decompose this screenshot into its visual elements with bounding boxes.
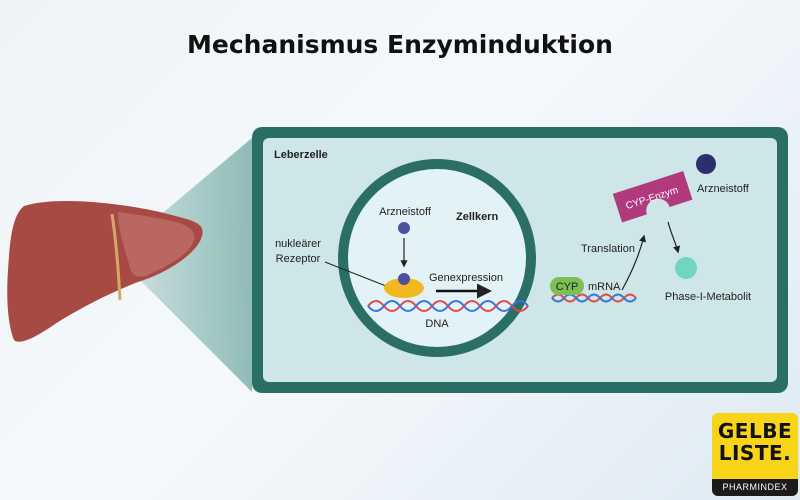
translation-arrow <box>621 234 647 291</box>
nucleus <box>338 159 536 357</box>
mrna-strand <box>551 293 637 303</box>
logo-line1: GELBE <box>717 419 793 443</box>
mrna-label: mRNA <box>588 281 621 293</box>
cell-label: Leberzelle <box>274 149 328 161</box>
nuclear-receptor <box>384 278 424 298</box>
nucleus-label: Zellkern <box>456 211 498 223</box>
dna-label: DNA <box>425 318 449 330</box>
metabolite-molecule <box>675 257 697 279</box>
drug-molecule-nucleus <box>398 222 410 234</box>
drug-label-nucleus: Arzneistoff <box>379 206 432 218</box>
receptor-label-line2: Rezeptor <box>276 253 321 265</box>
translation-label: Translation <box>581 243 635 255</box>
cyp-gene-box <box>550 277 584 295</box>
gene-expression-label: Genexpression <box>429 272 503 284</box>
receptor-label-line1: nukleärer <box>275 238 321 250</box>
receptor-pointer <box>324 261 387 287</box>
cyp-label: CYP <box>556 281 579 293</box>
drug-molecule-outside <box>696 154 716 174</box>
diagram-title: Mechanismus Enzyminduktion <box>187 30 613 59</box>
liver-illustration <box>7 200 203 342</box>
drug-label-outside: Arzneistoff <box>697 183 750 195</box>
dna-helix <box>367 300 529 312</box>
logo-subtitle: PHARMINDEX <box>712 479 798 496</box>
zoom-beam <box>140 138 252 392</box>
gelbe-liste-logo: GELBE LISTE. PHARMINDEX <box>712 413 798 496</box>
metabolite-label: Phase-I-Metabolit <box>665 291 751 303</box>
logo-line2: LISTE. <box>718 441 792 465</box>
metabolism-arrow <box>667 221 681 254</box>
drug-bound-receptor <box>398 273 410 285</box>
cyp-enzyme <box>612 171 693 223</box>
